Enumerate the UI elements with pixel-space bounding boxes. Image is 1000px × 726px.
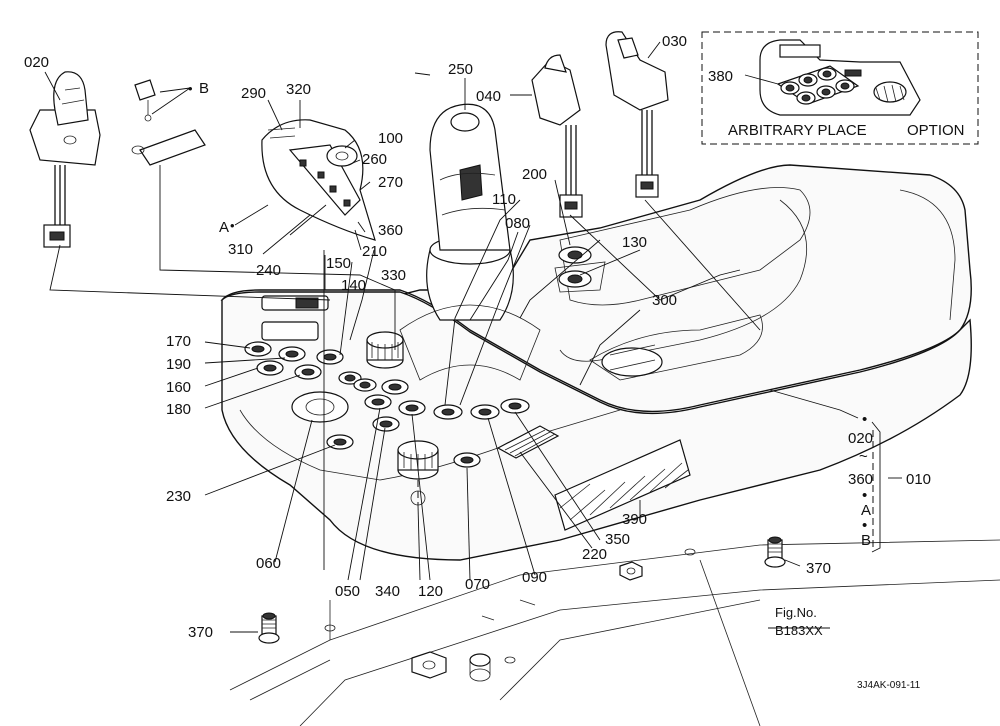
ref-b-dot: • bbox=[188, 81, 193, 96]
label-160: 160 bbox=[166, 379, 191, 396]
knob-340 bbox=[397, 440, 439, 506]
range-dot-a: • bbox=[862, 487, 867, 504]
label-260: 260 bbox=[362, 151, 387, 168]
label-030: 030 bbox=[662, 33, 687, 50]
part-labels: 020 B • 290 320 250 040 030 380 ARBITRAR… bbox=[24, 33, 965, 691]
grip-040 bbox=[531, 54, 583, 218]
grip-020 bbox=[29, 71, 101, 248]
inset-option: OPTION bbox=[907, 122, 965, 139]
label-130: 130 bbox=[622, 234, 647, 251]
label-330: 330 bbox=[381, 267, 406, 284]
switch-assembly-a bbox=[261, 119, 376, 241]
grip-030 bbox=[605, 31, 669, 198]
label-080: 080 bbox=[505, 215, 530, 232]
label-250: 250 bbox=[448, 61, 473, 78]
label-050: 050 bbox=[335, 583, 360, 600]
nut-part bbox=[411, 651, 447, 679]
label-320: 320 bbox=[286, 81, 311, 98]
label-070: 070 bbox=[465, 576, 490, 593]
label-090: 090 bbox=[522, 569, 547, 586]
nameplate-390 bbox=[554, 439, 691, 531]
range-from: 020 bbox=[848, 430, 873, 447]
inset-caption: ARBITRARY PLACE bbox=[728, 122, 867, 139]
label-290: 290 bbox=[241, 85, 266, 102]
drawing-code: 3J4AK-091-11 bbox=[857, 680, 921, 691]
label-300: 300 bbox=[652, 292, 677, 309]
range-bracket bbox=[872, 430, 902, 550]
fig-no-value: B183XX bbox=[775, 623, 823, 638]
label-020: 020 bbox=[24, 54, 49, 71]
mounting-frame bbox=[229, 539, 1000, 726]
bolt-370-left bbox=[258, 612, 280, 644]
label-230: 230 bbox=[166, 488, 191, 505]
ref-a-dot: • bbox=[230, 218, 235, 233]
label-220: 220 bbox=[582, 546, 607, 563]
option-inset bbox=[701, 31, 979, 145]
range-dot-top: • bbox=[862, 411, 867, 428]
label-ref-a: A bbox=[219, 219, 229, 236]
label-200: 200 bbox=[522, 166, 547, 183]
range-a: A bbox=[861, 502, 871, 519]
fig-no-caption: Fig.No. bbox=[775, 605, 817, 620]
label-100: 100 bbox=[378, 130, 403, 147]
bolt-370-right bbox=[764, 536, 786, 568]
label-110: 110 bbox=[492, 191, 516, 208]
range-b: B bbox=[861, 532, 871, 549]
label-310: 310 bbox=[228, 241, 253, 258]
console-housing bbox=[220, 164, 972, 561]
label-170: 170 bbox=[166, 333, 191, 350]
label-270: 270 bbox=[378, 174, 403, 191]
leader-lines bbox=[44, 41, 881, 633]
knob-330 bbox=[366, 331, 404, 369]
label-040: 040 bbox=[476, 88, 501, 105]
label-140: 140 bbox=[341, 277, 366, 294]
label-120: 120 bbox=[418, 583, 443, 600]
label-060: 060 bbox=[256, 555, 281, 572]
bushing-part bbox=[469, 653, 491, 682]
label-240: 240 bbox=[256, 262, 281, 279]
small-nut-part bbox=[619, 561, 643, 581]
label-350: 350 bbox=[605, 531, 630, 548]
range-dot-b: • bbox=[862, 517, 867, 534]
label-360: 360 bbox=[378, 222, 403, 239]
label-390: 390 bbox=[622, 511, 647, 528]
joystick-250 bbox=[399, 103, 541, 381]
label-370-right: 370 bbox=[806, 560, 831, 577]
range-to: 360 bbox=[848, 471, 873, 488]
label-190: 190 bbox=[166, 356, 191, 373]
label-plate-b bbox=[131, 79, 206, 166]
label-ref-b: B bbox=[199, 80, 209, 97]
label-210: 210 bbox=[362, 243, 387, 260]
label-180: 180 bbox=[166, 401, 191, 418]
range-sep: ~ bbox=[859, 448, 868, 465]
label-150: 150 bbox=[326, 255, 351, 272]
label-340: 340 bbox=[375, 583, 400, 600]
label-370-left: 370 bbox=[188, 624, 213, 641]
range-assy: 010 bbox=[906, 471, 931, 488]
label-380: 380 bbox=[708, 68, 733, 85]
